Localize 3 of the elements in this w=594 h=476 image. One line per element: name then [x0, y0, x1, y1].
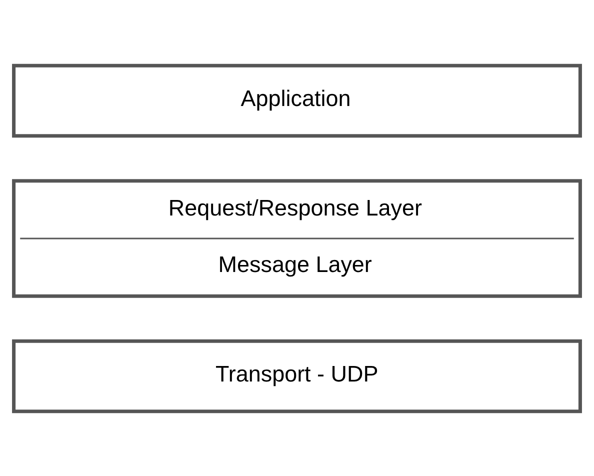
- node-box: Request/Response Layer Message Layer: [12, 178, 582, 298]
- node-box: Transport - UDP: [12, 338, 582, 413]
- node-box: Application: [12, 63, 582, 138]
